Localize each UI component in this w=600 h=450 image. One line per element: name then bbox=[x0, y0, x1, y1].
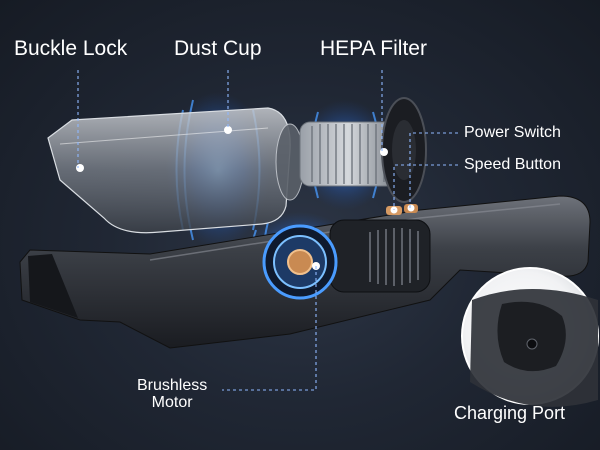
speed-button-label: Speed Button bbox=[464, 156, 561, 173]
dust-cup-label: Dust Cup bbox=[174, 37, 262, 60]
motor-section bbox=[262, 219, 431, 300]
dust-cup bbox=[47, 107, 305, 234]
brushless-motor-label: Brushless Motor bbox=[137, 377, 208, 412]
hepa-filter-label: HEPA Filter bbox=[320, 37, 427, 60]
buckle-lock-label: Buckle Lock bbox=[14, 37, 128, 60]
leader-lines bbox=[77, 70, 458, 391]
power-switch-label: Power Switch bbox=[464, 124, 561, 141]
hepa-filter bbox=[299, 97, 427, 203]
motor-label-line2: Motor bbox=[151, 393, 193, 411]
charging-port-label: Charging Port bbox=[454, 403, 566, 423]
motor-label-line1: Brushless bbox=[137, 377, 208, 394]
charging-port-inset bbox=[461, 267, 599, 407]
